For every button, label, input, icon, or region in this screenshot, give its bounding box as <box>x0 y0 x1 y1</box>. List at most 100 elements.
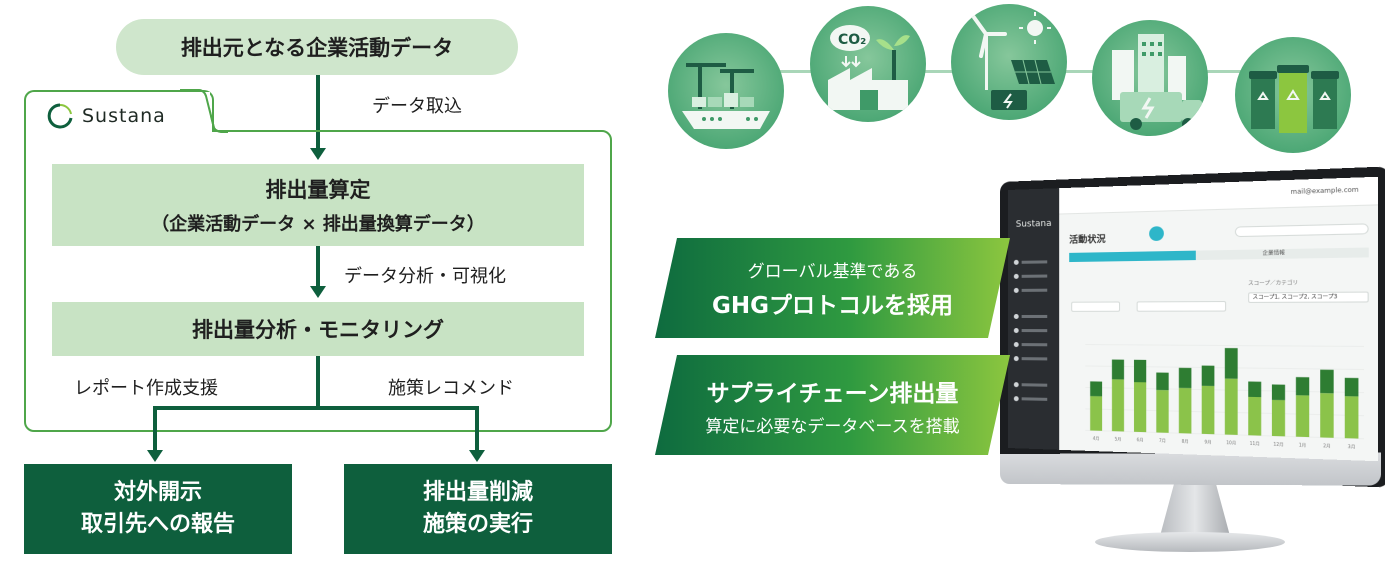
svg-text:CO₂: CO₂ <box>838 32 866 48</box>
chart-tick-label: 11月 <box>1250 441 1260 447</box>
chart-bar <box>1271 384 1286 401</box>
emission-calc-box: 排出量算定 （企業活動データ × 排出量換算データ） <box>52 164 584 246</box>
sidebar-item[interactable] <box>1021 274 1048 278</box>
flow-line <box>475 406 479 452</box>
chart-bar <box>1133 359 1147 383</box>
chart-tick-label: 5月 <box>1115 436 1122 441</box>
analysis-label: データ分析・可視化 <box>344 266 506 287</box>
flow-line <box>316 75 320 153</box>
screen-toggle[interactable] <box>1149 226 1164 242</box>
ghg-line1: グローバル基準である <box>747 261 918 282</box>
flow-line <box>316 356 320 410</box>
arrow-down-icon <box>310 286 326 298</box>
arrow-down-icon <box>310 148 326 160</box>
calc-subtitle: （企業活動データ × 排出量換算データ） <box>151 214 485 235</box>
screen-filter-field[interactable] <box>1136 300 1227 312</box>
screen-scope-select[interactable]: スコープ1, スコープ2, スコープ3 <box>1248 291 1369 304</box>
chart-bar <box>1344 377 1359 397</box>
supply-chain-banner: サプライチェーン排出量 算定に必要なデータベースを搭載 <box>655 355 1010 455</box>
chart-bar <box>1271 399 1286 437</box>
reduction-outcome-box: 排出量削減 施策の実行 <box>344 464 612 554</box>
screen-page-title: 活動状況 <box>1069 234 1106 246</box>
city-ev-truck-icon <box>1092 20 1208 136</box>
sidebar-dot <box>1013 287 1019 293</box>
screen-scope-label: スコープ／カテゴリ <box>1248 280 1299 288</box>
chart-bar <box>1320 393 1334 438</box>
import-label: データ取込 <box>372 96 462 117</box>
outcome-left-line1: 対外開示 <box>113 480 202 506</box>
sidebar-item[interactable] <box>1021 397 1048 401</box>
chart-tick-label: 1月 <box>1299 442 1306 448</box>
flow-line <box>316 246 320 290</box>
screen-tab-active[interactable] <box>1069 250 1196 263</box>
renewable-energy-icon <box>951 4 1067 120</box>
sustana-logo-icon <box>47 103 73 129</box>
outcome-right-line1: 排出量削減 <box>422 480 533 506</box>
arrow-down-icon <box>469 450 485 462</box>
chart-bar <box>1090 396 1103 431</box>
chart-bar <box>1201 385 1215 435</box>
chart-bar <box>1178 367 1192 389</box>
chart-gridline <box>1085 345 1364 347</box>
chart-bar <box>1111 379 1125 432</box>
sustana-logo-text: Sustana <box>82 105 166 127</box>
chart-bar <box>1320 369 1334 394</box>
sidebar-item[interactable] <box>1021 357 1048 361</box>
sidebar-dot <box>1013 382 1019 388</box>
recycle-bins-icon <box>1235 37 1351 153</box>
sidebar-dot <box>1013 313 1019 319</box>
screen-search-field[interactable] <box>1234 223 1369 238</box>
screen-logo: Sustana <box>1015 218 1052 230</box>
chart-bar <box>1156 372 1169 391</box>
sidebar-item[interactable] <box>1021 260 1048 264</box>
chart-bar <box>1295 395 1310 438</box>
outcome-left-line2: 取引先への報告 <box>80 512 235 537</box>
chart-tick-label: 4月 <box>1093 436 1100 441</box>
flow-line <box>153 406 157 452</box>
sidebar-dot <box>1013 342 1019 348</box>
ghg-line2: GHGプロトコルを採用 <box>711 292 953 319</box>
sidebar-item[interactable] <box>1021 314 1048 318</box>
chart-gridline <box>1085 366 1364 370</box>
chart-tick-label: 10月 <box>1226 440 1236 446</box>
chart-bar <box>1295 377 1310 396</box>
chart-bar <box>1248 381 1262 398</box>
recommend-label: 施策レコメンド <box>388 378 514 399</box>
outcome-right-line2: 施策の実行 <box>422 512 533 537</box>
chart-tick-label: 8月 <box>1182 438 1189 444</box>
sidebar-item[interactable] <box>1021 329 1048 333</box>
sidebar-dot <box>1013 259 1019 265</box>
report-support-label: レポート作成支援 <box>74 378 218 399</box>
screen-tab-right[interactable]: 企業情報 <box>1262 250 1285 257</box>
supply-line2: 算定に必要なデータベースを搭載 <box>705 416 960 437</box>
sidebar-item[interactable] <box>1021 343 1048 347</box>
chart-bar <box>1178 387 1192 434</box>
chart-tick-label: 6月 <box>1137 437 1144 442</box>
sustana-platform-frame <box>24 130 612 432</box>
sidebar-dot <box>1013 396 1019 402</box>
monitoring-box: 排出量分析・モニタリング <box>52 302 584 356</box>
chart-tick-label: 7月 <box>1159 438 1166 444</box>
sidebar-item[interactable] <box>1021 383 1048 387</box>
chart-bar <box>1090 381 1103 397</box>
monitor-stand-neck <box>1160 484 1230 536</box>
chart-bar <box>1224 348 1238 379</box>
ship-port-icon <box>668 33 784 149</box>
sidebar-item[interactable] <box>1021 288 1048 292</box>
chart-bar <box>1111 359 1125 380</box>
arrow-down-icon <box>147 450 163 462</box>
sidebar-dot <box>1013 273 1019 279</box>
screen-filter-field[interactable] <box>1071 301 1121 312</box>
calc-title: 排出量算定 <box>265 178 371 202</box>
chart-tick-label: 3月 <box>1348 444 1356 450</box>
supply-line1: サプライチェーン排出量 <box>706 380 959 407</box>
chart-bar <box>1224 378 1238 435</box>
dashboard-screen: Sustana mail@example.com 活動状況 企業情報 スコープ／… <box>1008 176 1379 462</box>
activity-data-source-box: 排出元となる企業活動データ <box>116 19 518 75</box>
monitor-stand-base <box>1095 532 1285 552</box>
chart-tick-label: 9月 <box>1204 439 1211 445</box>
co2-factory-icon: CO₂ <box>810 6 926 122</box>
monitor-title: 排出量分析・モニタリング <box>192 318 444 342</box>
chart-bar <box>1248 396 1262 436</box>
